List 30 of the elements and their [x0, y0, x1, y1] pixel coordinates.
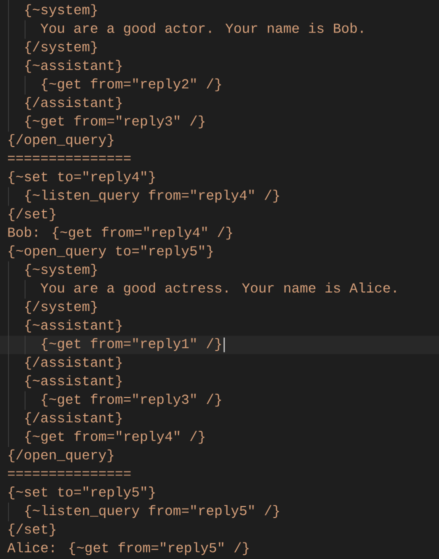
code-line: {~set to="reply5"}	[8, 486, 155, 500]
code-line: {~open_query to="reply5"}	[8, 245, 213, 258]
code-line: Alice: {~get from="reply5" /}	[7, 542, 249, 556]
code-line: {~get from="reply4" /}	[25, 430, 204, 444]
code-line: {~listen_query from="reply4" /}	[25, 190, 279, 203]
code-line: {~listen_query from="reply5" /}	[25, 505, 279, 518]
code-line: {/system}	[25, 301, 97, 314]
code-line: {~assistant}	[25, 320, 122, 332]
code-line: ===============	[8, 471, 131, 476]
code-line: {~set to="reply4"}	[8, 171, 155, 184]
code-line: {/assistant}	[25, 412, 122, 426]
code-line: {/system}	[25, 41, 97, 54]
code-line: You are a good actor. Your name is Bob.	[40, 22, 363, 36]
code-line: {~system}	[25, 264, 97, 277]
code-line: You are a good actress. Your name is Alice.	[40, 282, 396, 296]
code-line: {/assistant}	[25, 97, 122, 110]
code-line: {~get from="reply3" /}	[25, 116, 204, 128]
code-line: ===============	[8, 156, 131, 160]
code-line: {~assistant}	[25, 375, 122, 388]
code-line: {~assistant}	[25, 60, 122, 73]
code-line: {~system}	[25, 4, 97, 18]
code-line: {/set}	[8, 208, 56, 222]
code-line: {~get from="reply2" /}	[42, 78, 221, 92]
code-line: {/open_query}	[8, 134, 114, 147]
code-line: Bob: {~get from="reply4" /}	[8, 226, 232, 240]
code-line: {~get from="reply1" /}	[42, 338, 221, 351]
code-line: {/assistant}	[25, 356, 122, 370]
code-line: {/set}	[8, 524, 56, 536]
code-line: {~get from="reply3" /}	[42, 394, 221, 407]
code-line: {/open_query}	[8, 449, 114, 462]
